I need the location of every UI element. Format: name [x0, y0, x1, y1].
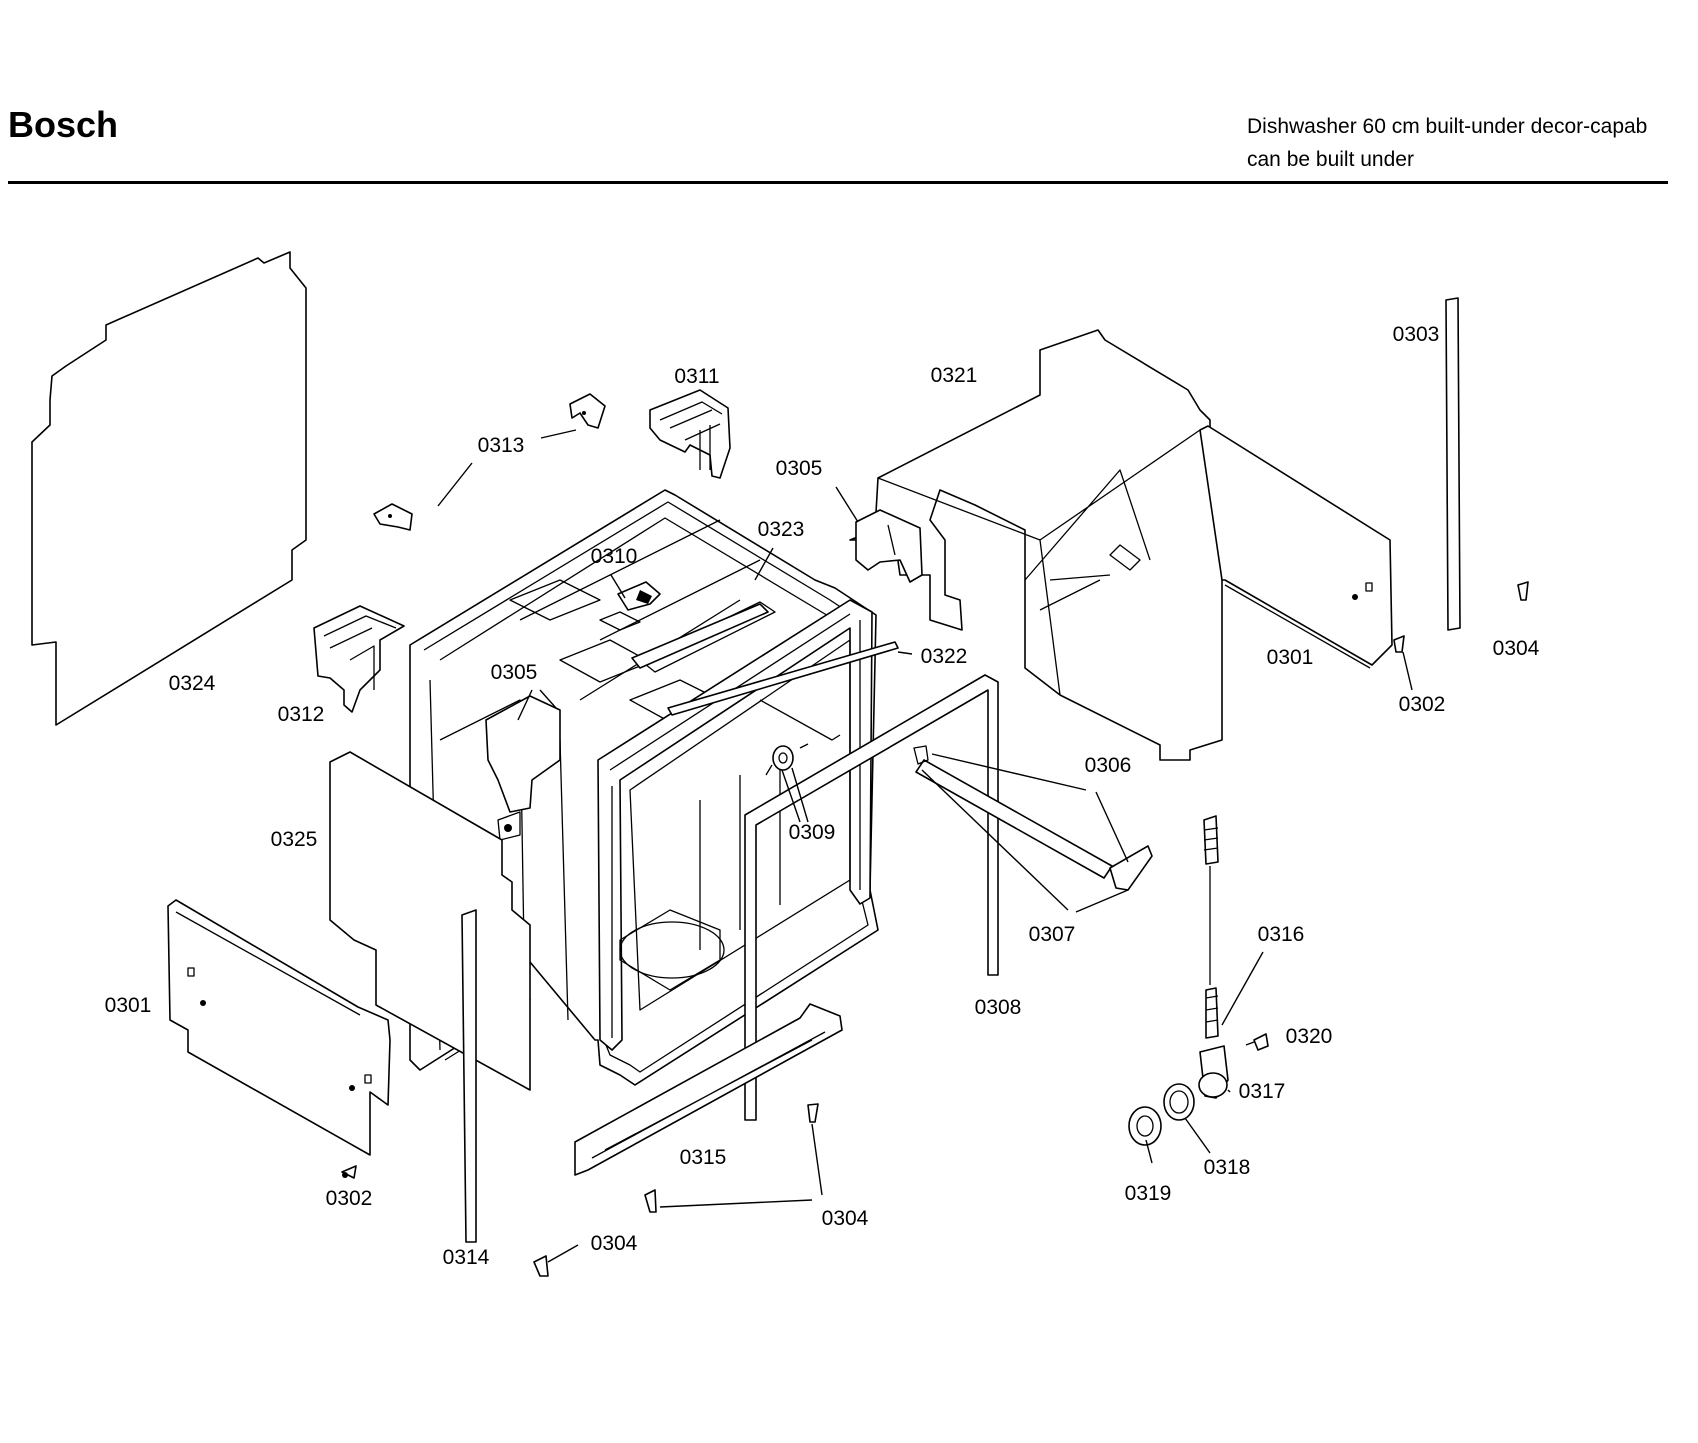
callout-0321: 0321: [931, 364, 978, 387]
callout-0302-right: 0302: [1399, 693, 1446, 716]
callout-0316: 0316: [1258, 923, 1305, 946]
part-0310-clip: [617, 581, 661, 611]
part-0302-screw-left: [341, 1165, 357, 1179]
callout-0320: 0320: [1286, 1025, 1333, 1048]
part-0323-bar: [631, 603, 769, 669]
callout-0317: 0317: [1239, 1080, 1286, 1103]
part-0305-module-right: [855, 509, 923, 583]
part-0325-side-panel: [329, 751, 531, 1091]
part-0311-module: [649, 389, 731, 479]
part-0318-ring: [1163, 1083, 1195, 1121]
callout-0304-bottom: 0304: [591, 1232, 638, 1255]
part-0314-strip: [461, 909, 477, 1243]
callout-0304-right: 0304: [1493, 637, 1540, 660]
part-0322-strip: [667, 641, 899, 716]
callout-0310: 0310: [591, 545, 638, 568]
callout-0325: 0325: [271, 828, 318, 851]
part-0304-screws: [533, 581, 1529, 1277]
callout-0313: 0313: [478, 434, 525, 457]
callout-0309: 0309: [789, 821, 836, 844]
part-0301-panel-right: [1199, 425, 1393, 669]
part-0316-hose: [1203, 815, 1219, 1039]
callout-0312: 0312: [278, 703, 325, 726]
callout-0311: 0311: [674, 365, 719, 388]
part-0313-brackets: [373, 393, 606, 531]
callout-0301-right: 0301: [1267, 646, 1314, 669]
callout-0301-left: 0301: [105, 994, 152, 1017]
part-0305-module-left: [485, 695, 561, 841]
part-0317-valve: [1198, 1045, 1229, 1099]
diagram-title: Dishwasher 60 cm built-under decor-capab…: [1247, 110, 1647, 176]
part-0301-panel-left: [167, 899, 391, 1156]
callout-0324: 0324: [169, 672, 216, 695]
header-rule: [8, 181, 1668, 184]
part-0306-rod: [913, 745, 1153, 891]
part-0324-side-panel: [31, 251, 307, 726]
callout-0318: 0318: [1204, 1156, 1251, 1179]
leader-lines: [437, 429, 1413, 1263]
part-0303-strip: [1445, 297, 1461, 631]
callout-0322: 0322: [921, 645, 968, 668]
diagram-title-line-2: can be built under: [1247, 148, 1414, 171]
callout-0304-lower: 0304: [822, 1207, 869, 1230]
part-0319-cap: [1128, 1106, 1162, 1146]
part-0320-screw: [1253, 1033, 1269, 1051]
part-0315-rail: [574, 1003, 843, 1176]
brand-name: Bosch: [8, 104, 119, 145]
callout-0305-tub: 0305: [491, 661, 538, 684]
part-0312-module: [313, 605, 405, 713]
callout-labels: 0301 0301 0302 0302 0303 0304 0304 0304 …: [105, 323, 1540, 1269]
part-0309-hardware: [759, 699, 841, 776]
part-0321-back-frame: [849, 329, 1223, 761]
callout-0308: 0308: [975, 996, 1022, 1019]
callout-0314: 0314: [443, 1246, 490, 1269]
callout-0303: 0303: [1393, 323, 1440, 346]
callout-0302-left: 0302: [326, 1187, 373, 1210]
callout-0306: 0306: [1085, 754, 1132, 777]
callout-0315: 0315: [680, 1146, 727, 1169]
diagram-title-line-1: Dishwasher 60 cm built-under decor-capab: [1247, 115, 1648, 138]
callout-0305-frame: 0305: [776, 457, 823, 480]
callout-0307: 0307: [1029, 923, 1076, 946]
callout-0319: 0319: [1125, 1182, 1172, 1205]
callout-0323: 0323: [758, 518, 805, 541]
part-0302-screw-right: [1393, 635, 1405, 653]
part-0308-gasket: [744, 674, 999, 1121]
